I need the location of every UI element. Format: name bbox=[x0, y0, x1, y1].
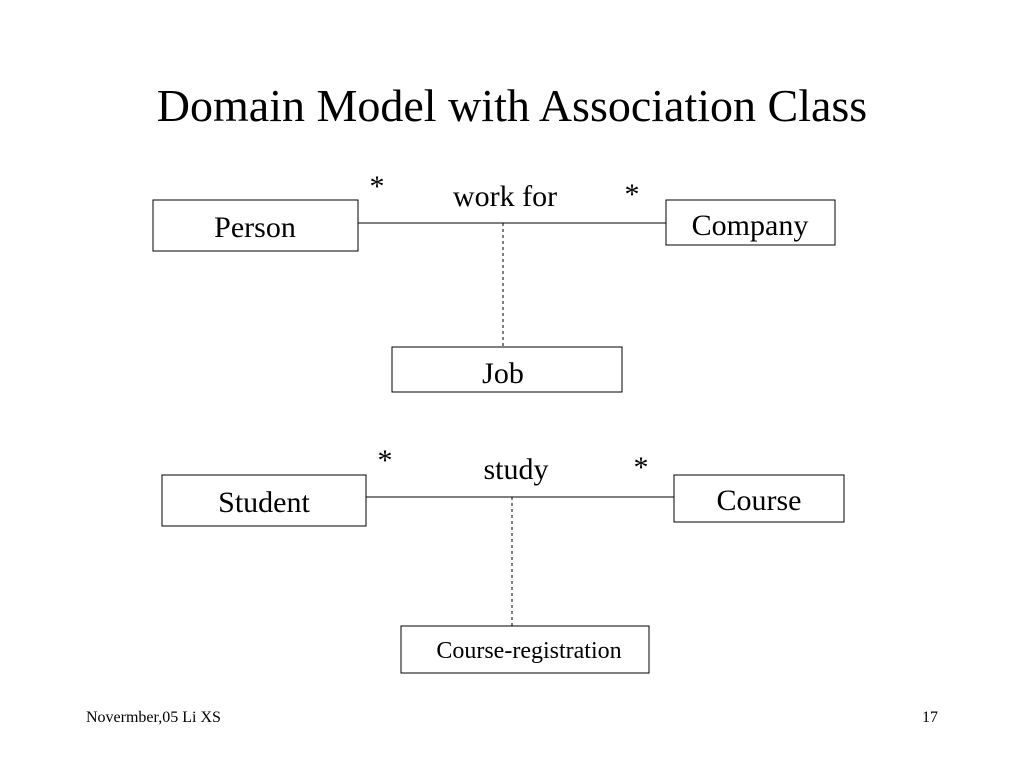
association-label-study: study bbox=[483, 453, 548, 486]
multiplicity-company: * bbox=[625, 178, 640, 211]
association-label-work-for: work for bbox=[453, 180, 557, 213]
class-box-student bbox=[161, 474, 367, 527]
slide-title: Domain Model with Association Class bbox=[156, 80, 868, 131]
association-class-name-job: Job bbox=[482, 357, 524, 390]
association-class-box-course-registration bbox=[400, 625, 650, 674]
association-class-name-course-registration: Course-registration bbox=[436, 638, 621, 664]
association-class-box-job bbox=[391, 346, 623, 393]
multiplicity-person: * bbox=[370, 170, 385, 203]
class-box-company bbox=[665, 199, 836, 246]
class-name-course: Course bbox=[717, 484, 802, 517]
class-box-course bbox=[673, 474, 845, 523]
footer-author-date: Novermber,05 Li XS bbox=[86, 709, 221, 726]
class-box-person bbox=[152, 199, 359, 252]
class-name-company: Company bbox=[692, 209, 809, 242]
diagram-person-company: Person Company * work for * Job bbox=[152, 170, 836, 393]
multiplicity-course: * bbox=[634, 451, 649, 484]
class-name-student: Student bbox=[218, 486, 310, 519]
diagram-student-course: Student Course * study * Course-registra… bbox=[161, 444, 845, 674]
class-name-person: Person bbox=[214, 211, 296, 244]
multiplicity-student: * bbox=[378, 444, 393, 477]
footer-page-number: 17 bbox=[922, 709, 938, 726]
